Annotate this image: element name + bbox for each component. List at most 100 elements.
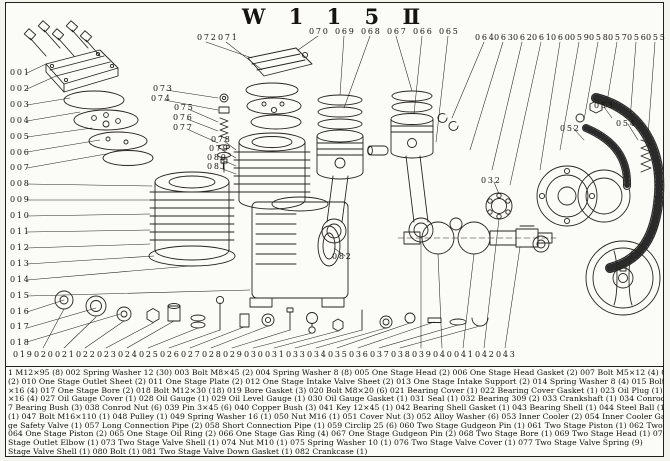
parts-list-line: ×16 (4) 027 Oil Gauge Cover (1) 028 Oil … [8,395,664,404]
two-stage-head-stack [245,47,313,130]
callout-015: 015 [10,290,31,300]
callout-057: 057 [608,33,629,42]
callout-056: 056 [627,33,648,42]
callout-080: 080 [207,153,228,162]
callout-011: 011 [10,227,31,236]
callout-063: 063 [494,33,515,42]
callout-010: 010 [10,211,31,221]
callout-026: 026 [160,350,181,359]
callout-038: 038 [391,350,412,359]
two-stage-piston [316,94,364,244]
callout-024: 024 [118,350,139,359]
callout-039: 039 [412,350,433,359]
crankshaft [397,217,557,255]
callout-027: 027 [181,350,202,359]
parts-list-line: Stage Outlet Elbow (1) 073 Two Stage Val… [8,439,643,447]
callout-014: 014 [10,274,31,284]
callout-008: 008 [10,179,31,189]
callout-071: 071 [218,33,239,42]
callout-079: 079 [209,144,230,153]
callout-064: 064 [475,33,496,42]
callout-042: 042 [475,350,496,359]
callout-021: 021 [55,350,76,359]
callout-033: 033 [286,350,307,359]
callout-028: 028 [202,350,223,359]
callout-062: 062 [513,33,534,42]
callout-052: 052 [560,124,581,133]
callout-043: 043 [496,350,517,359]
flywheel [585,240,661,316]
callout-025: 025 [139,350,160,359]
gudgeon-pin [367,145,389,156]
callout-030: 030 [244,350,265,359]
parts-list-line: 064 One Stage Piston (2) 065 One Stage O… [8,430,664,439]
callout-005: 005 [10,131,31,141]
one-stage-head [45,49,119,93]
two-stage-cylinder [233,132,311,210]
callout-016: 016 [10,306,31,316]
callout-074: 074 [151,94,172,103]
callout-072: 072 [197,33,218,42]
parts-list-line: ×16 (4) 017 One Stage Bore (2) 018 Bolt … [8,386,664,395]
callout-060: 060 [551,33,572,42]
crankcase [249,196,349,308]
small-parts-row [54,290,489,334]
callout-073: 073 [153,84,174,93]
valve-plates [63,90,154,166]
callout-001: 001 [10,68,31,77]
callout-017: 017 [10,322,31,332]
callout-070: 070 [309,27,330,36]
callout-081: 081 [207,162,228,171]
callout-075: 075 [174,103,195,112]
parts-list-line: ge Safety Valve (1) 057 Long Connection … [8,421,664,430]
callout-019: 019 [13,350,34,359]
valve-spring [640,139,652,173]
callout-034: 034 [307,350,328,359]
section-divider [5,366,664,367]
callout-035: 035 [328,350,349,359]
parts-list-line: Stage Valve Shell (1) 080 Bolt (1) 081 T… [8,447,368,456]
callout-018: 018 [10,338,31,348]
diagram-title: W 1 1 5 Ⅱ [241,4,429,29]
callout-012: 012 [10,242,31,252]
callout-037: 037 [370,350,391,359]
callout-041: 041 [454,350,475,359]
callout-078: 078 [211,135,232,144]
valve-small-parts [217,93,231,173]
callout-031: 031 [265,350,286,359]
bolt-cluster [23,20,101,57]
callout-061: 061 [532,33,553,42]
parts-list-line: 1 M12×95 (8) 002 Spring Washer 12 (30) 0… [8,369,664,377]
fittings [575,100,603,123]
callout-077: 077 [173,123,194,132]
callout-002: 002 [10,83,31,93]
callout-068: 068 [361,27,382,36]
callout-065: 065 [439,27,460,36]
parts-list-line: (1) 047 Bolt M16×110 (1) 048 Pulley (1) … [8,412,664,421]
parts-list-line: 7 Bearing Bush (3) 038 Conrod Nut (6) 03… [8,404,664,412]
callout-007: 007 [10,163,31,173]
callout-009: 009 [10,195,31,205]
parts-list-line: (2) 010 One Stage Outlet Sheet (2) 011 O… [8,377,664,386]
oil-seal [532,235,550,253]
bearing-cover [536,165,631,227]
inner-cooler-hose [582,93,665,273]
callout-036: 036 [349,350,370,359]
callout-082: 082 [332,252,353,261]
one-stage-cylinder [148,171,236,267]
callout-023: 023 [97,350,118,359]
callout-040: 040 [433,350,454,359]
callout-076: 076 [173,113,194,122]
callout-055: 055 [646,33,667,42]
callout-054: 054 [616,119,637,128]
callout-003: 003 [10,99,31,109]
callout-032: 032 [481,176,502,185]
callout-066: 066 [413,27,434,36]
callout-058: 058 [589,33,610,42]
callout-020: 020 [34,350,55,359]
callout-029: 029 [223,350,244,359]
callout-067: 067 [387,27,408,36]
callout-006: 006 [10,147,31,157]
